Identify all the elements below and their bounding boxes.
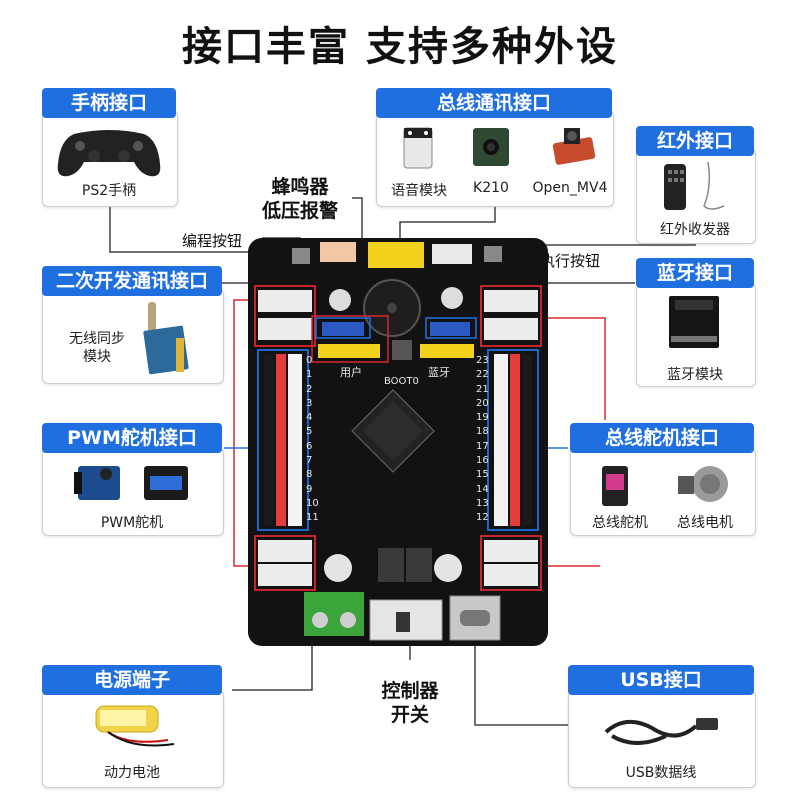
pin-label: 16 <box>476 455 489 467</box>
pin-label: 6 <box>306 440 313 452</box>
caption-battery: 动力电池 <box>104 765 160 781</box>
header-power-terminal: 电源端子 <box>42 665 222 695</box>
bus-motor-icon <box>678 466 728 502</box>
caption-voice-module: 语音模块 <box>391 183 447 199</box>
pin-label: 20 <box>476 397 489 409</box>
card-secondary-dev <box>42 288 224 384</box>
caption-ir: 红外收发器 <box>660 222 730 238</box>
caption-pwm-servo: PWM舵机 <box>100 515 164 531</box>
pin-label: 1 <box>306 369 313 381</box>
silk-boot0: BOOT0 <box>384 376 419 387</box>
pin-label: 8 <box>306 469 313 481</box>
silk-pins-left: 0 1 2 3 4 5 6 7 8 9 10 11 <box>306 354 322 526</box>
pin-label: 18 <box>476 426 489 438</box>
pin-label: 9 <box>306 483 313 495</box>
caption-openmv4: Open_MV4 <box>532 180 608 196</box>
battery-icon <box>95 705 175 747</box>
caption-usb-cable: USB数据线 <box>625 765 697 781</box>
pin-label: 7 <box>306 455 313 467</box>
header-ir-interface: 红外接口 <box>636 126 754 156</box>
header-secondary-dev: 二次开发通讯接口 <box>42 266 222 296</box>
caption-wireless-line2: 模块 <box>83 349 111 365</box>
gamepad-icon <box>57 130 161 177</box>
pin-label: 23 <box>476 355 489 366</box>
header-ps2-interface: 手柄接口 <box>42 88 176 118</box>
pin-label: 11 <box>306 512 319 524</box>
pin-label: 3 <box>306 397 313 409</box>
label-program-button: 编程按钮 <box>182 232 243 250</box>
caption-bus-servo: 总线舵机 <box>592 515 648 531</box>
pin-label: 4 <box>306 412 313 424</box>
page-title: 接口丰富 支持多种外设 <box>182 24 618 70</box>
header-usb-interface: USB接口 <box>568 665 754 695</box>
openmv4-module-icon <box>552 128 596 165</box>
pin-label: 14 <box>476 483 489 495</box>
pwm-servo-icon <box>74 466 188 500</box>
silk-user: 用户 <box>340 366 362 379</box>
pin-label: 2 <box>306 383 313 395</box>
caption-k210: K210 <box>473 180 509 196</box>
caption-ps2: PS2手柄 <box>81 183 137 199</box>
silk-bluetooth: 蓝牙 <box>428 366 450 379</box>
caption-wireless-line1: 无线同步 <box>69 331 125 347</box>
bluetooth-module-icon <box>669 296 719 348</box>
header-pwm-servo: PWM舵机接口 <box>42 423 222 453</box>
label-switch: 开关 <box>390 704 429 726</box>
pin-label: 0 <box>306 355 313 366</box>
header-bluetooth-interface: 蓝牙接口 <box>636 258 754 288</box>
pin-label: 10 <box>306 497 319 509</box>
pin-label: 22 <box>476 369 489 381</box>
k210-module-icon <box>473 128 509 166</box>
label-low-voltage-alarm: 低压报警 <box>261 200 338 222</box>
pin-label: 19 <box>476 412 489 424</box>
pin-label: 12 <box>476 512 489 524</box>
header-bus-servo: 总线舵机接口 <box>570 423 754 453</box>
label-controller: 控制器 <box>381 680 439 702</box>
pin-label: 5 <box>306 426 313 438</box>
wireless-module-icon <box>143 302 189 375</box>
caption-bus-motor: 总线电机 <box>677 515 733 531</box>
label-exec-button: 执行按钮 <box>540 252 601 270</box>
label-buzzer: 蜂鸣器 <box>271 176 329 198</box>
usb-cable-icon <box>604 718 718 745</box>
pin-label: 21 <box>476 383 489 395</box>
ir-remote-icon <box>664 161 725 210</box>
pin-label: 17 <box>476 440 489 452</box>
bus-servo-icon <box>602 466 628 506</box>
card-pwm-servo <box>42 448 224 536</box>
card-ir <box>636 148 756 244</box>
pin-label: 13 <box>476 497 489 509</box>
header-bus-comm: 总线通讯接口 <box>376 88 612 118</box>
pin-label: 15 <box>476 469 489 481</box>
silk-pins-right: 23 22 21 20 19 18 17 16 15 14 13 12 <box>476 354 494 526</box>
voice-module-icon <box>403 127 433 169</box>
caption-bluetooth: 蓝牙模块 <box>667 367 723 383</box>
